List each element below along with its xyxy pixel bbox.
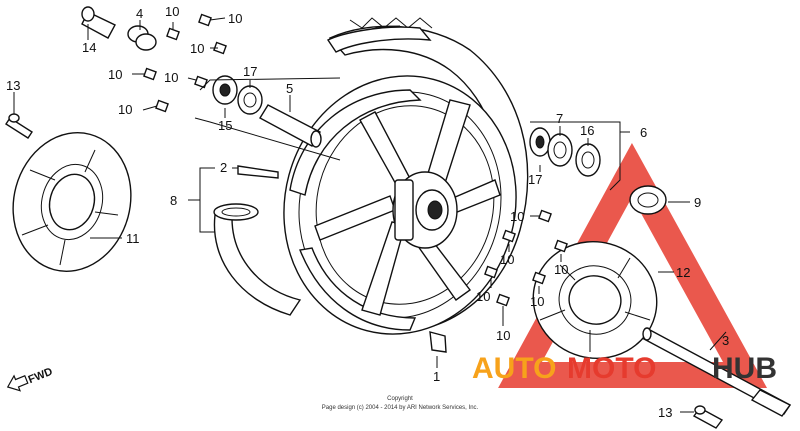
callout-16: 16	[580, 123, 594, 138]
callout-12: 12	[676, 265, 690, 280]
callout-11: 11	[126, 231, 140, 246]
callout-10-l: 10	[496, 328, 510, 343]
callout-10-j: 10	[476, 289, 490, 304]
callout-17-a: 17	[243, 64, 257, 79]
callout-9: 9	[694, 195, 701, 210]
copyright-line-2: Page design (c) 2004 - 2014 by ARI Netwo…	[322, 405, 479, 411]
callout-10-e: 10	[164, 70, 178, 85]
callout-4: 4	[136, 6, 143, 21]
copyright-line-1: Copyright	[387, 396, 413, 402]
callout-15: 15	[218, 118, 232, 133]
callout-10-h: 10	[500, 252, 514, 267]
callout-10-c: 10	[190, 41, 204, 56]
fwd-arrow-icon	[6, 374, 29, 392]
callout-10-f: 10	[118, 102, 132, 117]
watermark-text: AUTO MOTO HUB	[472, 352, 777, 385]
watermark-auto: AUTO	[472, 352, 556, 385]
callout-10-a: 10	[165, 4, 179, 19]
brake-disc-left	[12, 132, 132, 272]
brake-disc-right	[532, 241, 658, 359]
callout-7: 7	[556, 111, 563, 126]
axle	[642, 327, 792, 417]
callout-6: 6	[640, 125, 647, 140]
callout-10-d: 10	[108, 67, 122, 82]
watermark-hub: HUB	[712, 352, 777, 385]
callout-1: 1	[433, 369, 440, 384]
callout-5: 5	[286, 81, 293, 96]
callout-10-g: 10	[510, 209, 524, 224]
callout-17-b: 17	[528, 172, 542, 187]
inner-tube	[213, 203, 302, 316]
callout-2: 2	[220, 160, 227, 175]
watermark-moto: MOTO	[567, 352, 656, 385]
callout-10-k: 10	[530, 294, 544, 309]
fwd-indicator: FWD	[6, 366, 55, 392]
callout-14: 14	[82, 40, 96, 55]
leader-lines	[13, 17, 727, 413]
callout-13-a: 13	[6, 78, 20, 93]
callout-10-i: 10	[554, 262, 568, 277]
callout-labels: 14 4 10 10 10 10 10 10 13 17 5 15 2 8 11…	[6, 4, 729, 420]
small-parts	[5, 6, 724, 429]
callout-10-b: 10	[228, 11, 242, 26]
wheel-rim	[283, 75, 517, 335]
callout-3: 3	[722, 333, 729, 348]
fwd-label: FWD	[27, 366, 55, 387]
copyright: Copyright Page design (c) 2004 - 2014 by…	[322, 396, 479, 411]
callout-13-b: 13	[658, 405, 672, 420]
callout-8: 8	[170, 193, 177, 208]
